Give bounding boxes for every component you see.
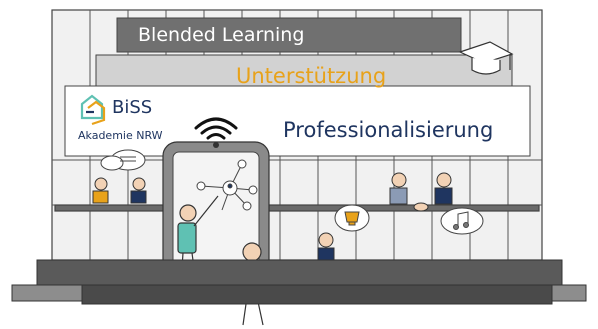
music-note-icon bbox=[440, 207, 484, 235]
professionalization-banner bbox=[64, 85, 531, 157]
graduation-cap-icon bbox=[458, 41, 514, 75]
handshake-icon bbox=[413, 202, 429, 212]
blended-learning-banner bbox=[116, 17, 462, 53]
trophy-icon bbox=[334, 204, 370, 232]
speech-bubble-icon bbox=[100, 149, 146, 171]
professionalization-label: Professionalisierung bbox=[283, 118, 494, 142]
person-navy bbox=[317, 232, 335, 263]
people-chatting bbox=[92, 177, 147, 204]
network-icon bbox=[196, 159, 258, 211]
biss-logo-icon bbox=[80, 94, 106, 126]
support-label: Unterstützung bbox=[236, 64, 387, 88]
logo-name: BiSS bbox=[112, 97, 153, 118]
wifi-icon bbox=[194, 117, 238, 140]
blended-learning-label: Blended Learning bbox=[138, 24, 305, 46]
building-base bbox=[11, 259, 587, 305]
logo-subtitle: Akademie NRW bbox=[78, 129, 163, 142]
people-handshake bbox=[389, 172, 453, 205]
